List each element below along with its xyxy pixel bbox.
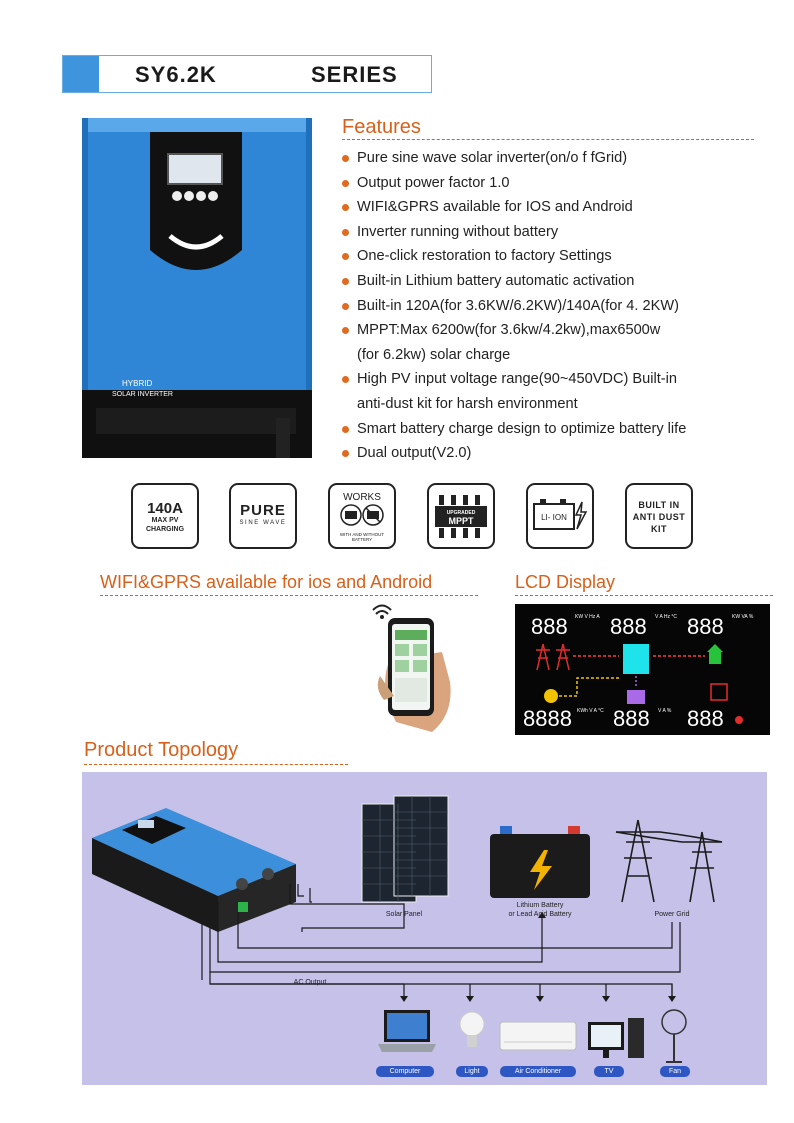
load-air-conditioner-label: Air Conditioner <box>500 1066 576 1077</box>
mppt-line1: UPGRADED <box>447 510 476 516</box>
load-light-label: Light <box>456 1066 488 1077</box>
lcd-title: LCD Display <box>515 572 616 592</box>
badge-li-ion: LI- ION <box>526 483 594 549</box>
lcd-units-top-left: KW V Hz A <box>575 614 600 620</box>
feature-item: Pure sine wave solar inverter(on/o f fGr… <box>342 146 772 171</box>
load-tv-label: TV <box>594 1066 624 1077</box>
lcd-digits-bottom-left: 8888 <box>523 706 572 731</box>
lcd-digits-bottom-middle: 888 <box>613 706 650 731</box>
lcd-units-top-right: KW VA % <box>732 614 754 620</box>
lcd-solar-icon <box>544 689 558 703</box>
topology-inverter-icon <box>92 808 296 932</box>
series-label: SERIES <box>311 62 398 87</box>
fan-icon <box>661 1009 687 1063</box>
lcd-digits-top-right: 888 <box>687 614 724 639</box>
topology-diagram: Solar Panel Lithium Battery or Lead Acid… <box>82 772 767 1085</box>
lcd-inverter-block <box>623 644 649 674</box>
lcd-divider <box>515 595 773 596</box>
solar-panel-label: Solar Panel <box>385 911 423 918</box>
lithium-battery-icon: LI- ION <box>533 499 588 530</box>
model-name: SY6.2K <box>135 62 217 87</box>
lcd-units-bottom-left: KWh V A °C <box>577 708 604 714</box>
lcd-units-top-middle: V A Hz °C <box>655 614 677 620</box>
feature-item: Built-in Lithium battery automatic activ… <box>342 269 772 294</box>
phone-in-hand-image <box>372 604 451 732</box>
lcd-grid-tower-icon <box>536 643 570 671</box>
inverter-product-image: HYBRID SOLAR INVERTER <box>82 118 312 458</box>
power-grid-label: Power Grid <box>654 911 690 918</box>
mppt-chip-icon: UPGRADED MPPT <box>435 495 487 538</box>
header-blue-block <box>63 56 99 92</box>
tv-icon <box>588 1018 644 1058</box>
badge-upgraded-mppt: UPGRADED MPPT <box>427 483 495 549</box>
badge-works-with-without-battery: WORKS WITH AND WITHOUT BATTERY <box>328 483 396 549</box>
feature-item: Dual output(V2.0) <box>342 441 772 466</box>
li-ion-label: LI- ION <box>541 513 567 522</box>
lcd-units-bottom-middle: V A % <box>658 708 672 714</box>
lcd-digits-bottom-right: 888 <box>687 706 724 731</box>
feature-item: MPPT:Max 6200w(for 3.6kw/4.2kw),max6500w… <box>342 318 772 367</box>
feature-item: Inverter running without battery <box>342 220 772 245</box>
badge-pure-sine-wave: PURE SINE WAVE <box>229 483 297 549</box>
battery-label-line1: Lithium Battery <box>516 902 564 909</box>
air-conditioner-icon <box>499 1021 577 1051</box>
topology-battery-icon <box>490 826 590 898</box>
feature-item: WIFI&GPRS available for IOS and Android <box>342 195 772 220</box>
badge-max-pv-charging: 140A MAX PV CHARGING <box>131 483 199 549</box>
feature-item: One-click restoration to factory Setting… <box>342 244 772 269</box>
power-grid-icon <box>615 819 723 903</box>
feature-item: High PV input voltage range(90~450VDC) B… <box>342 367 772 416</box>
features-divider <box>342 139 754 140</box>
features-title: Features <box>342 116 421 138</box>
solar-panel-icon <box>361 795 449 903</box>
battery-icon <box>340 504 384 526</box>
topology-divider <box>84 764 348 765</box>
computer-icon <box>378 1010 436 1052</box>
load-fan-label: Fan <box>660 1066 690 1077</box>
lcd-warning-icon <box>710 683 728 701</box>
lcd-display-image: 888 KW V Hz A 888 V A Hz °C 888 KW VA % … <box>515 604 770 735</box>
battery-label-line2: or Lead Acid Battery <box>508 911 572 918</box>
mppt-line2: MPPT <box>448 516 474 526</box>
badge-anti-dust-kit: BUILT IN ANTI DUST KIT <box>625 483 693 549</box>
feature-item: Built-in 120A(for 3.6KW/6.2KW)/140A(for … <box>342 294 772 319</box>
wifi-title: WIFI&GPRS available for ios and Android <box>100 572 433 592</box>
topology-title: Product Topology <box>84 739 239 761</box>
series-header: SY6.2K SERIES <box>62 55 432 93</box>
lcd-digits-top-left: 888 <box>531 614 568 639</box>
topology-drawing <box>92 795 723 1063</box>
lcd-home-icon <box>707 644 723 664</box>
ac-output-label: AC Output <box>293 979 327 986</box>
lcd-digits-top-middle: 888 <box>610 614 647 639</box>
features-list: Pure sine wave solar inverter(on/o f fGr… <box>342 146 772 466</box>
wifi-divider <box>100 595 478 596</box>
feature-item: Output power factor 1.0 <box>342 171 772 196</box>
feature-item: Smart battery charge design to optimize … <box>342 417 772 442</box>
load-computer-label: Computer <box>376 1066 434 1077</box>
inverter-brand-line2: SOLAR INVERTER <box>112 391 173 398</box>
lcd-battery-icon <box>627 690 645 704</box>
inverter-brand-line1: HYBRID <box>122 379 152 388</box>
light-bulb-icon <box>459 1011 485 1047</box>
